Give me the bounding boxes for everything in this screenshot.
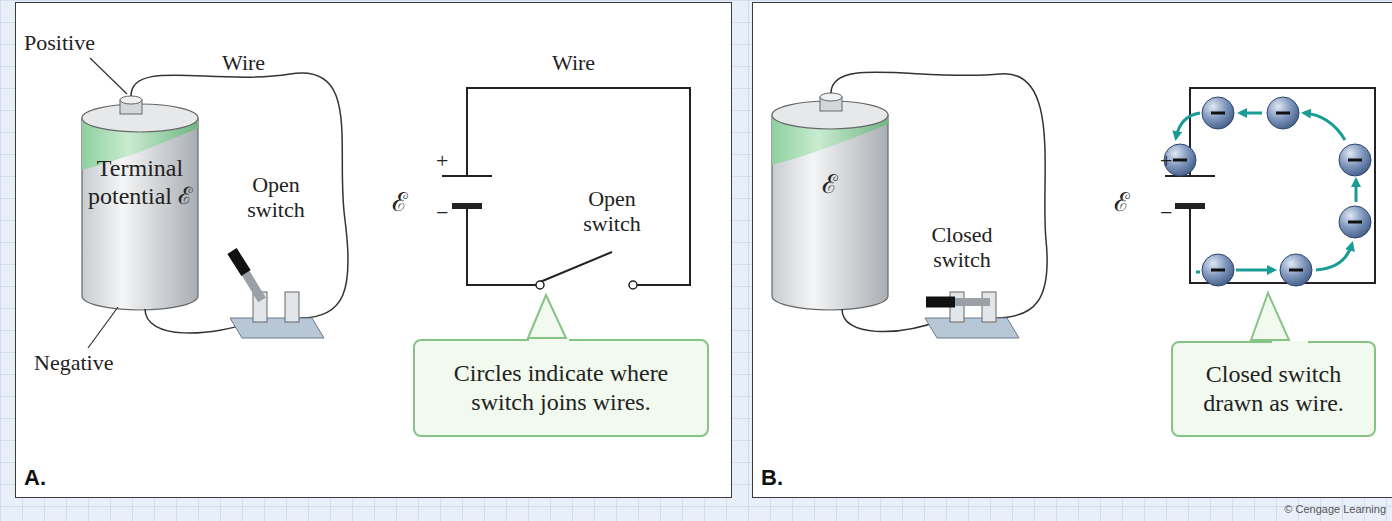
text-label: + <box>1160 148 1172 173</box>
drawing-part <box>442 175 492 177</box>
drawing-part <box>1211 269 1225 272</box>
drawing-part <box>1240 112 1262 115</box>
drawing-part <box>467 206 536 285</box>
drawing-part <box>1196 271 1200 274</box>
drawing-part <box>90 58 127 94</box>
callout-tail-join <box>1272 341 1308 344</box>
drawing-part <box>1211 112 1225 115</box>
drawing-part <box>952 298 990 306</box>
text-label: Positive <box>24 30 95 55</box>
drawing-part <box>1339 206 1371 238</box>
drawing-part <box>925 318 1019 338</box>
drawing-part <box>772 93 888 310</box>
drawing-part <box>1267 97 1299 129</box>
drawing-part <box>1251 293 1289 340</box>
drawing-part <box>285 292 299 322</box>
text-label: Negative <box>34 350 113 375</box>
drawing-part <box>1175 203 1205 209</box>
text-label: Open switch <box>570 186 654 237</box>
drawing-part <box>82 118 198 310</box>
drawing-part <box>540 252 612 282</box>
figure-panel: A. Circles indicate where switch joins wi… <box>15 2 732 498</box>
drawing-part <box>772 115 888 310</box>
drawing-part <box>1236 269 1274 272</box>
drawing-part <box>245 272 262 300</box>
callout-tail-join <box>529 339 569 342</box>
drawing-part <box>1164 97 1371 286</box>
drawing-part <box>820 93 842 101</box>
text-label: Terminal potential ℰ <box>84 155 196 210</box>
drawing-part <box>1176 113 1356 272</box>
text-label: Wire <box>222 50 265 75</box>
drawing-part <box>1304 113 1345 140</box>
drawing-part <box>536 281 544 289</box>
drawing-part <box>926 297 955 308</box>
drawing-part <box>15 2 732 498</box>
drawing-part <box>230 318 324 338</box>
text-label: − <box>436 200 448 225</box>
drawing-part <box>1348 221 1362 224</box>
text-label: Open switch <box>234 172 318 223</box>
callout-box: Closed switch drawn as wire. <box>1171 341 1376 437</box>
text-label: + <box>436 148 448 173</box>
drawing-part <box>442 88 690 285</box>
drawing-part <box>88 307 118 348</box>
drawing-part <box>528 295 566 338</box>
drawing-part <box>120 96 142 104</box>
drawing-part <box>1355 180 1358 202</box>
drawing-part <box>629 281 637 289</box>
drawing-part <box>831 72 1047 318</box>
drawing-part <box>1289 269 1303 272</box>
text-label: © Cengage Learning <box>1284 503 1386 516</box>
text-label: ℰ <box>1114 188 1130 218</box>
drawing-part <box>982 292 996 322</box>
text-label: ℰ <box>800 170 860 200</box>
drawing-part <box>1165 175 1215 177</box>
text-label: Wire <box>552 50 595 75</box>
drawing-part <box>1165 88 1375 283</box>
drawing-part <box>1348 159 1362 162</box>
text-label: Closed switch <box>912 222 1012 273</box>
drawing-part <box>752 2 1392 498</box>
drawing-part <box>452 203 482 209</box>
drawing-part <box>1316 244 1352 270</box>
panel-letter: B. <box>761 465 783 491</box>
callout-text: Closed switch drawn as wire. <box>1187 360 1360 418</box>
drawing-part <box>232 251 246 273</box>
text-label: − <box>1160 200 1172 225</box>
drawing-part <box>1339 144 1371 176</box>
drawing-part <box>1202 97 1234 129</box>
text-label: ℰ <box>392 188 408 218</box>
drawing-part <box>467 88 690 285</box>
drawing-part <box>82 96 198 310</box>
drawing-part <box>1173 159 1187 162</box>
callout-text: Circles indicate where switch joins wire… <box>429 359 693 417</box>
drawing-part <box>1176 113 1200 138</box>
callout-box: Circles indicate where switch joins wire… <box>413 339 709 437</box>
panel-letter: A. <box>24 465 46 491</box>
drawing-part <box>1280 254 1312 286</box>
drawing-part <box>1202 254 1234 286</box>
drawing-part <box>1276 112 1290 115</box>
figure-panel: B. Closed switch drawn as wire. <box>752 2 1392 498</box>
